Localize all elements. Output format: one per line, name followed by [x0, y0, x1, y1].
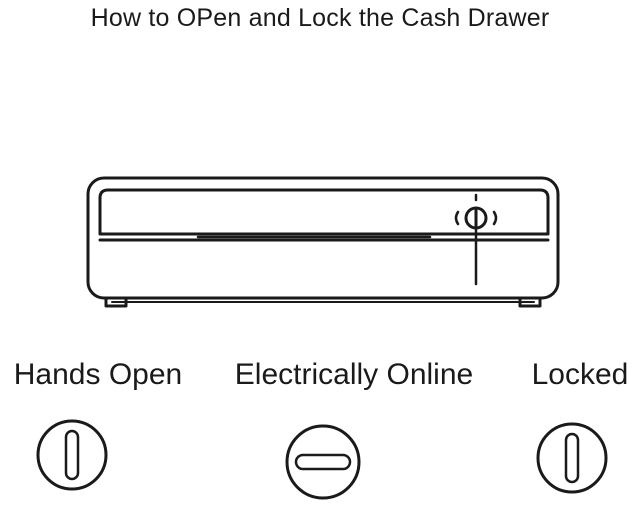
lock-dial-locked-icon	[536, 422, 608, 494]
drawer-front-panel	[98, 188, 550, 236]
lock-dial-electrically-online-icon	[285, 424, 361, 500]
drawer-lock-icon	[454, 193, 498, 286]
label-electrically-online: Electrically Online	[234, 358, 474, 391]
diagram-title: How to OPen and Lock the Cash Drawer	[90, 4, 550, 32]
lock-dial-hands-open-icon	[36, 419, 108, 491]
drawer-body	[86, 176, 560, 300]
label-locked: Locked	[531, 358, 629, 391]
label-hands-open: Hands Open	[13, 358, 183, 391]
